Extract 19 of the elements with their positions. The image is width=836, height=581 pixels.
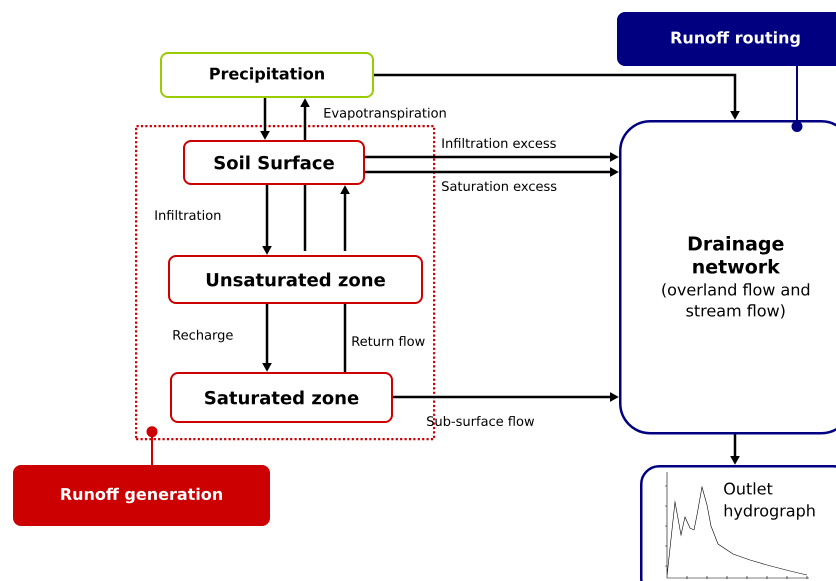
leader-line xyxy=(792,66,802,132)
connector-line xyxy=(304,185,306,251)
label-box: Runoff routing xyxy=(617,12,836,66)
connector-line xyxy=(344,304,346,372)
process-box: Precipitation xyxy=(160,52,374,98)
edge-label: Recharge xyxy=(173,330,233,342)
leader-line xyxy=(146,426,158,465)
process-box: Soil Surface xyxy=(183,140,365,185)
label-box: Runoff generation xyxy=(13,465,270,526)
process-box: Unsaturated zone xyxy=(168,255,423,304)
process-box: Saturated zone xyxy=(170,372,393,423)
edge-label: Infiltration excess xyxy=(442,138,556,148)
edge-label: Sub-surface flow xyxy=(427,416,534,426)
edge-label: Saturation excess xyxy=(442,180,556,192)
edge-label: Evapotranspiration xyxy=(324,108,446,120)
edge-label: Return flow xyxy=(352,336,425,346)
edge-label: Infiltration xyxy=(155,210,220,220)
process-box: Drainage network (overland flow and stream flow) xyxy=(619,120,836,434)
process-box: Outlet hydrograph xyxy=(640,465,836,581)
